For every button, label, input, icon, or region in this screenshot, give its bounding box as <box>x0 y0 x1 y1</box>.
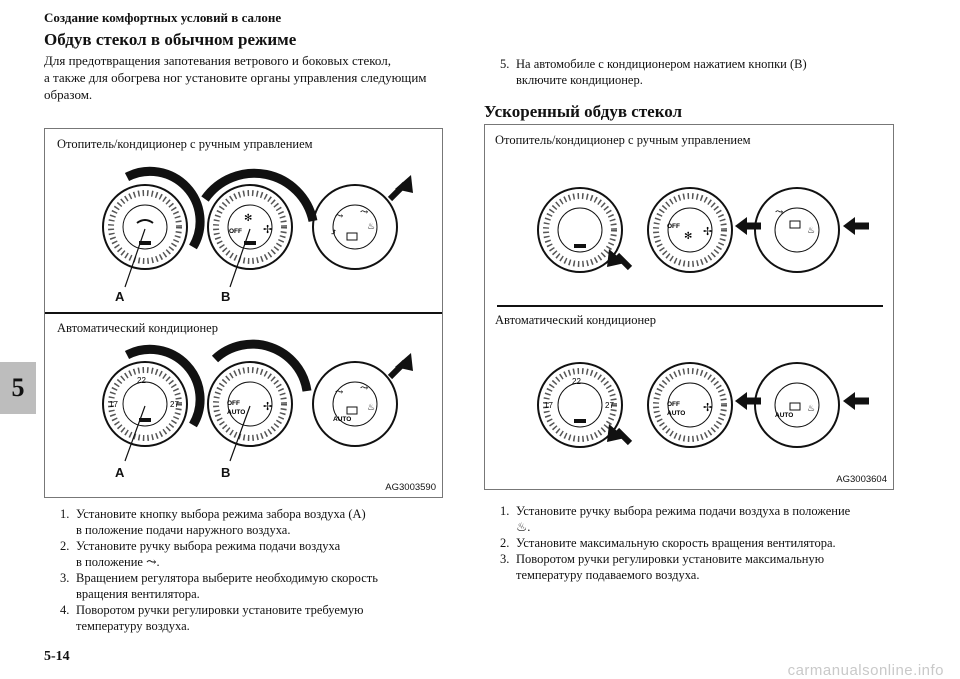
caption-manual: Отопитель/кондиционер с ручным управлени… <box>495 133 751 147</box>
face-vent-icon: ⤳ <box>335 211 344 222</box>
callout-a: A <box>115 465 125 480</box>
mode-knob-auto: AUTO ⤳ ⤳ ♨ <box>312 361 398 447</box>
pointer-arrow-icon <box>735 217 747 235</box>
fan-icon: ✢ <box>703 226 712 238</box>
intro-line: образом. <box>44 87 93 102</box>
auto-label: AUTO <box>775 412 793 419</box>
fan-knob-auto: OFF AUTO ✢ <box>647 362 733 448</box>
temperature-knob <box>102 184 188 270</box>
callout-b: B <box>221 289 231 304</box>
list-item: 1.Установите ручку выбора режима подачи … <box>500 504 851 534</box>
temperature-knob <box>537 187 623 273</box>
caption-auto: Автоматический кондиционер <box>495 313 656 327</box>
face-vent-icon: ⤳ <box>335 387 344 398</box>
divider <box>497 305 883 307</box>
intro-paragraph: Для предотвращения запотевания ветрового… <box>44 52 474 103</box>
caption-auto: Автоматический кондиционер <box>57 321 218 335</box>
callout-a: A <box>115 289 125 304</box>
ac-icon: ✻ <box>244 213 252 224</box>
auto-label: AUTO <box>333 416 351 423</box>
temp-low-label: 17 <box>109 400 118 409</box>
steps-fast: 1.Установите ручку выбора режима подачи … <box>500 503 900 583</box>
rotate-arrow <box>201 168 318 223</box>
figure-normal-defog: Отопитель/кондиционер с ручным управлени… <box>44 128 443 498</box>
foot-vent-icon: ⤳ <box>360 207 369 218</box>
rotate-arrow <box>124 344 205 428</box>
callout-b: B <box>221 465 231 480</box>
mode-knob: ⤳ ⤳ ♨ ⤴ <box>312 184 398 270</box>
defrost-mode-icon: ♨ <box>516 520 528 534</box>
figure-fast-defog: Отопитель/кондиционер с ручным управлени… <box>484 124 894 490</box>
list-item: 2.Установите максимальную скорость враще… <box>500 536 836 550</box>
running-header: Создание комфортных условий в салоне <box>44 10 282 25</box>
ac-icon: ✻ <box>684 231 692 242</box>
pointer-arrow-icon <box>843 217 855 235</box>
temp-mid-label: 22 <box>572 377 581 386</box>
list-item: 5.На автомобиле с кондиционером нажатием… <box>500 57 807 87</box>
temperature-knob-auto: 22 17 27 <box>102 361 188 447</box>
bilevel-icon: ⤴ <box>330 227 338 237</box>
steps-normal: 1.Установите кнопку выбора режима забора… <box>60 506 460 634</box>
list-item: 3.Поворотом ручки регулировки установите… <box>500 552 825 582</box>
defrost-icon: ♨ <box>807 403 815 413</box>
divider <box>45 312 442 314</box>
step-5: 5.На автомобиле с кондиционером нажатием… <box>500 56 900 88</box>
off-label: OFF <box>667 223 680 230</box>
fan-icon: ✢ <box>263 224 272 236</box>
caption-manual: Отопитель/кондиционер с ручным управлени… <box>57 137 313 151</box>
auto-label: AUTO <box>227 409 245 416</box>
off-label: OFF <box>667 401 680 408</box>
list-item: 2.Установите ручку выбора режима подачи … <box>60 539 341 569</box>
defrost-icon: ♨ <box>367 221 375 231</box>
off-label: OFF <box>229 228 242 235</box>
fan-knob-auto: OFF AUTO ✢ <box>207 361 293 447</box>
off-label: OFF <box>227 400 240 407</box>
temp-low-label: 17 <box>544 401 553 410</box>
knob-illustration-right: OFF ✻ ✢ ⤳ ♨ 22 17 27 <box>537 187 869 448</box>
rotate-arrow <box>124 166 205 250</box>
knob-illustration-left: OFF ✢ ✻ ⤳ ⤳ ♨ ⤴ 22 17 27 <box>102 166 413 462</box>
intro-line: Для предотвращения запотевания ветрового… <box>44 53 391 68</box>
mode-knob: ⤳ ♨ <box>754 187 840 273</box>
temp-mid-label: 22 <box>137 376 146 385</box>
defrost-icon: ♨ <box>807 225 815 235</box>
list-item: 1.Установите кнопку выбора режима забора… <box>60 507 366 537</box>
section-heading-fast: Ускоренный обдув стекол <box>484 102 683 121</box>
fan-icon: ✢ <box>703 402 712 414</box>
mode-knob-auto: AUTO ♨ <box>754 362 840 448</box>
foot-vent-icon: ⤳ <box>360 383 369 394</box>
figure-code: AG3003590 <box>385 482 436 493</box>
temp-high-label: 27 <box>170 400 179 409</box>
fan-knob: OFF ✻ ✢ <box>647 187 733 273</box>
section-heading-normal: Обдув стекол в обычном режиме <box>44 30 297 49</box>
auto-label: AUTO <box>667 410 685 417</box>
watermark: carmanualsonline.info <box>787 662 944 679</box>
face-vent-icon: ⤳ <box>775 207 784 218</box>
temp-high-label: 27 <box>605 401 614 410</box>
figure-code: AG3003604 <box>836 474 887 485</box>
fan-knob: OFF ✢ ✻ <box>207 184 293 270</box>
intro-line: а также для обогрева ног установите орга… <box>44 70 427 85</box>
pointer-arrow-icon <box>843 392 855 410</box>
page-number: 5-14 <box>44 649 70 664</box>
temperature-knob-auto: 22 17 27 <box>537 362 623 448</box>
list-item: 4.Поворотом ручки регулировки установите… <box>60 603 364 633</box>
fan-icon: ✢ <box>263 401 272 413</box>
list-item: 3.Вращением регулятора выберите необходи… <box>60 571 378 601</box>
chapter-tab: 5 <box>0 362 36 414</box>
pointer-arrow-icon <box>735 392 747 410</box>
rotate-arrow <box>211 339 312 392</box>
bilevel-mode-icon: ⤳ <box>146 555 157 569</box>
defrost-icon: ♨ <box>367 402 375 412</box>
